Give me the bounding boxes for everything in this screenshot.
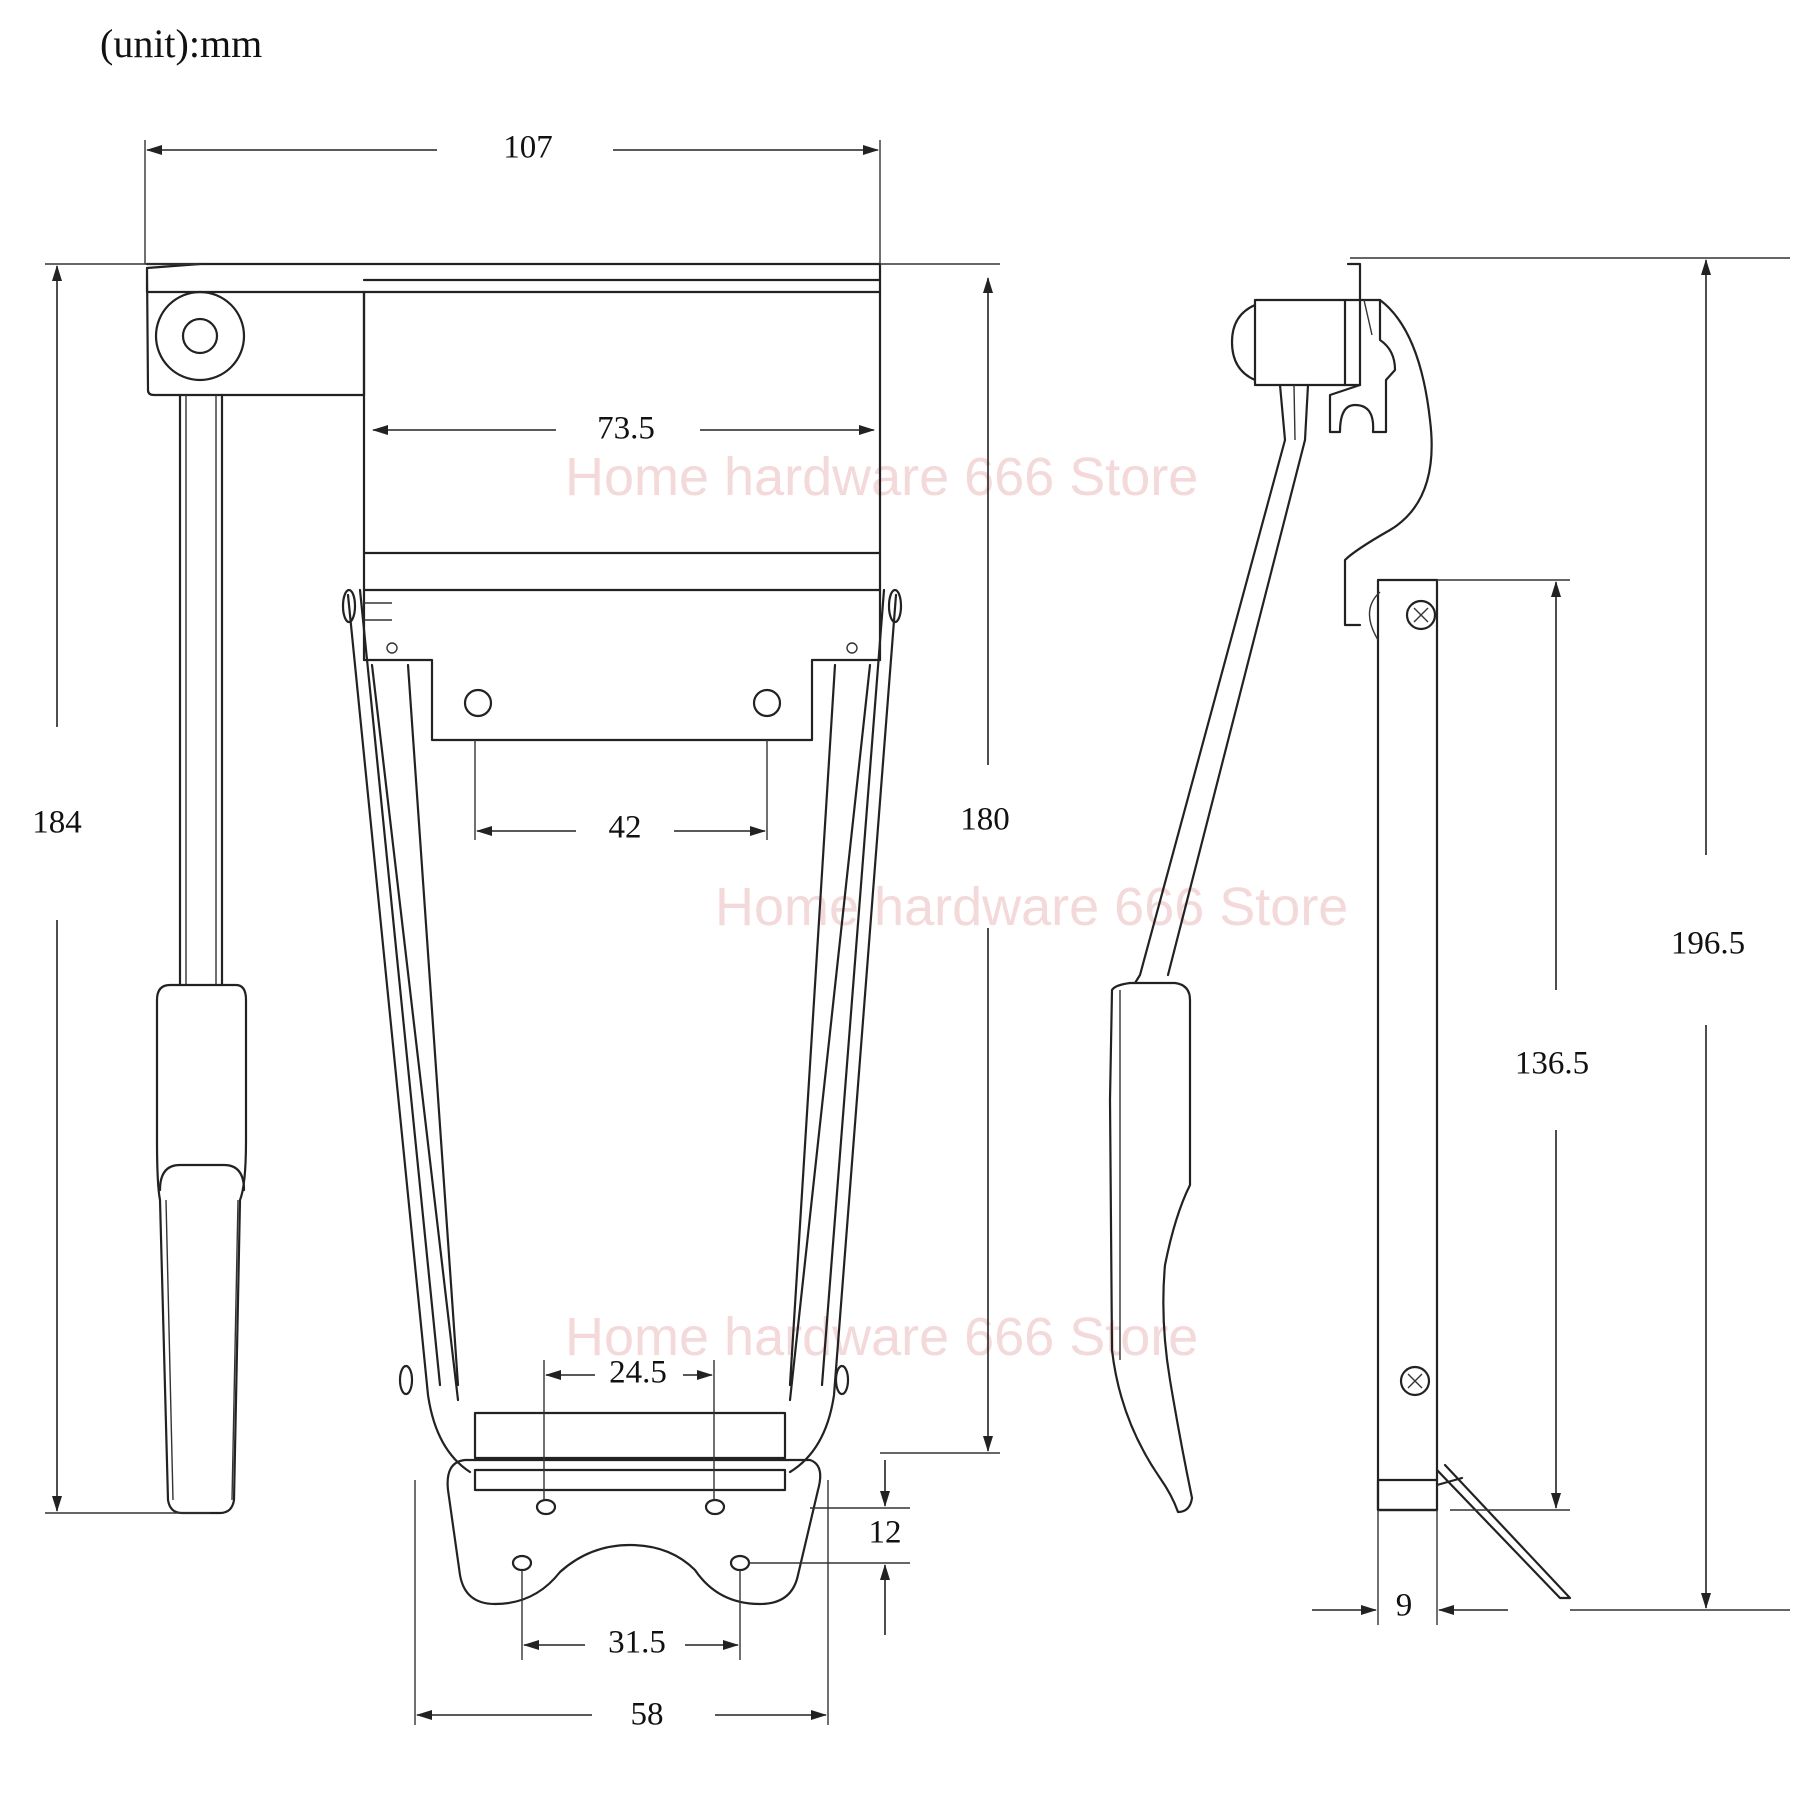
tailpiece-hole-4 [729, 1554, 751, 1572]
side-knob [1253, 298, 1347, 387]
dim-side-height: 196.5 [1671, 926, 1745, 962]
arm-handle [155, 983, 248, 1515]
tailpiece-crossbar [473, 1411, 787, 1492]
tailpiece-hole-2 [704, 1498, 726, 1516]
dim-base-height: 136.5 [1515, 1046, 1589, 1082]
dim-tailpiece-holes-lower: 31.5 [608, 1625, 666, 1661]
front-view [145, 262, 903, 1606]
mount-hole-right [752, 688, 782, 718]
side-screw-bottom [1399, 1365, 1431, 1397]
tailpiece-hole-3 [511, 1554, 533, 1572]
watermark-3: Home hardware 666 Store [565, 1307, 1198, 1367]
dim-tailpiece-width: 58 [631, 1697, 664, 1733]
tailpiece-hole-1 [535, 1498, 557, 1516]
dim-overall-width: 107 [503, 130, 553, 166]
side-arm [1133, 383, 1310, 985]
dim-body-length: 180 [960, 802, 1010, 838]
dim-bar-width: 73.5 [597, 411, 655, 447]
dim-tailpiece-hole-offset: 12 [869, 1515, 902, 1551]
dim-hole-spacing-top: 42 [609, 810, 642, 846]
mount-hole-left [463, 688, 493, 718]
pivot-ring [154, 290, 246, 382]
side-handle [1108, 981, 1194, 1514]
dim-base-thickness: 9 [1396, 1588, 1413, 1624]
dim-tailpiece-holes-upper: 24.5 [609, 1355, 667, 1391]
side-view [1108, 262, 1572, 1600]
side-bracket [1328, 262, 1397, 434]
main-bar [145, 262, 882, 294]
left-side-arm [346, 588, 472, 1474]
dim-arm-length: 184 [32, 805, 82, 841]
tailpiece-plate [446, 1458, 822, 1606]
side-tail-lever [1435, 1463, 1572, 1600]
watermark-2: Home hardware 666 Store [715, 877, 1348, 937]
mount-plate [362, 658, 882, 742]
right-side-arm [788, 588, 898, 1474]
unit-label: (unit):mm [100, 21, 263, 66]
arm-rod [178, 393, 224, 987]
watermark-1: Home hardware 666 Store [565, 447, 1198, 507]
side-screw-top [1405, 599, 1437, 631]
